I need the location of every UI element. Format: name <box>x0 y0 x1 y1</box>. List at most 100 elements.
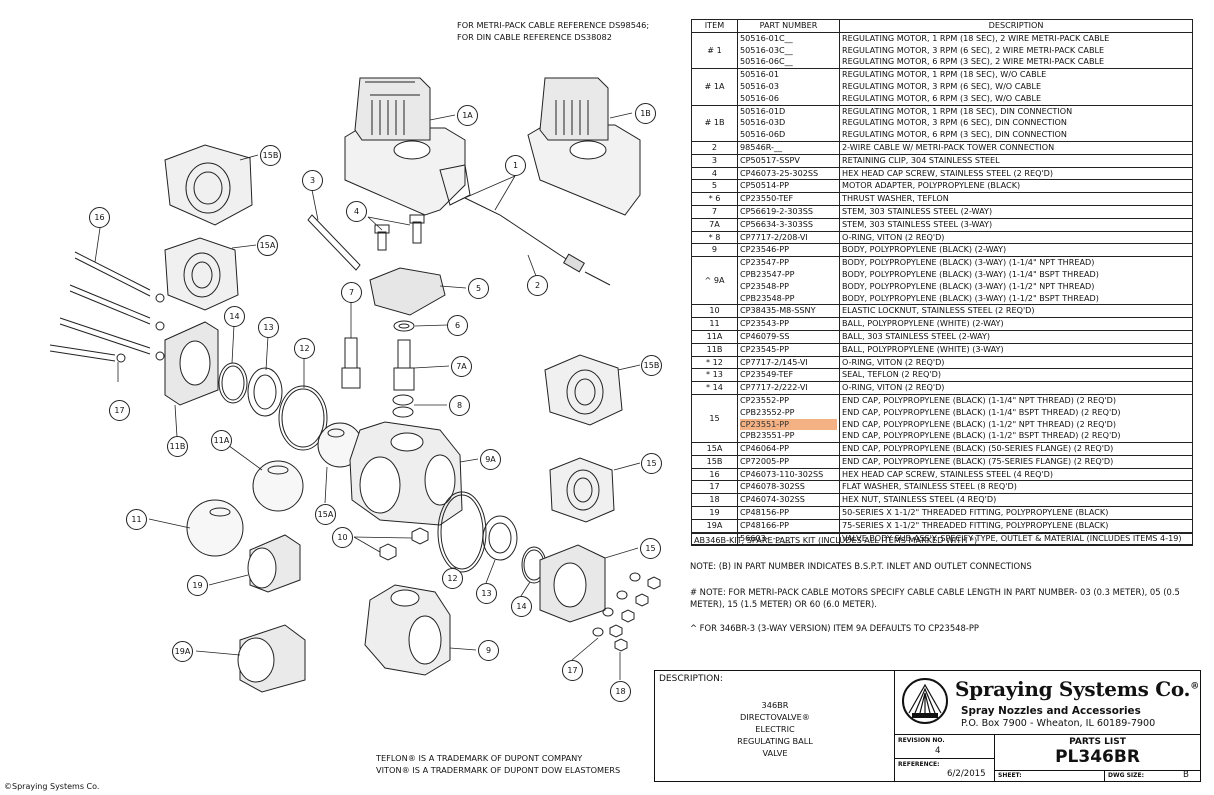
motor-adapter-drawing <box>369 267 446 316</box>
description-text: END CAP, POLYPROPYLENE (BLACK) (1-1/2" N… <box>842 418 1117 429</box>
cable-drawing <box>464 197 581 269</box>
description-text: 2-WIRE CABLE W/ METRI-PACK TOWER CONNECT… <box>842 141 1055 152</box>
callout-bubble: 14 <box>511 596 532 617</box>
description-cell: O-RING, VITON (2 REQ'D) <box>839 230 1193 245</box>
callout-bubble: 10 <box>332 527 353 548</box>
description-text: O-RING, VITON (2 REQ'D) <box>842 382 945 393</box>
item-cell: * 12 <box>691 355 738 370</box>
column-header-description: DESCRIPTION <box>839 19 1193 33</box>
callout-bubble: 19A <box>172 641 193 662</box>
callout-bubble: 1A <box>457 105 478 126</box>
callout-bubble: 17 <box>562 660 583 681</box>
callout-bubble: 15B <box>641 355 662 376</box>
part-number-cell: 98546R-__ <box>737 140 840 155</box>
item-cell: # 1B <box>691 104 738 142</box>
parts-list-label: PARTS LIST <box>1069 737 1126 747</box>
part-number: CP56634-3-303SS <box>740 218 813 229</box>
part-number: CP23550-TEF <box>740 193 794 204</box>
description-text: END CAP, POLYPROPYLENE (BLACK) (1-1/2" B… <box>842 430 1121 441</box>
part-number: 50516-03 <box>740 80 779 91</box>
item-cell: # 1A <box>691 68 738 106</box>
part-number-cell: CP46073-110-302SS <box>737 467 840 482</box>
part-number: 50516-01 <box>740 69 779 80</box>
item-cell: 19 <box>691 506 738 520</box>
part-number: 50516-03C__ <box>740 44 793 55</box>
company-tagline: Spray Nozzles and Accessories <box>961 705 1141 717</box>
part-number: CP46078-302SS <box>740 481 805 492</box>
description-lines: 346BR DIRECTOVALVE® ELECTRIC REGULATING … <box>655 699 895 759</box>
description-text: THRUST WASHER, TEFLON <box>842 193 949 204</box>
callout-bubble: 6 <box>447 315 468 336</box>
part-number-cell: CP56619-2-303SS <box>737 204 840 219</box>
end-cap-15a-drawing <box>164 237 239 311</box>
item-cell: # 1 <box>691 31 738 70</box>
exploded-parts-drawing: FOR METRI-PACK CABLE REFERENCE DS98546; … <box>4 20 662 791</box>
item-cell: 9 <box>691 243 738 258</box>
description-text: END CAP, POLYPROPYLENE (BLACK) (1-1/4" N… <box>842 394 1117 405</box>
part-number-cell: CP7717-2/222-VI <box>737 381 840 395</box>
description-text: O-RING, VITON (2 REQ'D) <box>842 231 945 242</box>
callout-bubble: 2 <box>527 275 548 296</box>
trademark-note: TEFLON® IS A TRADEMARK OF DUPONT COMPANY… <box>376 753 621 775</box>
item-cell: 7A <box>691 217 738 232</box>
description-text: ELASTIC LOCKNUT, STAINLESS STEEL (2 REQ'… <box>842 305 1035 316</box>
description-line: VALVE <box>762 748 788 758</box>
end-cap-15-drawing <box>164 321 219 406</box>
part-number: CP48166-PP <box>740 519 789 530</box>
description-line: 346BR <box>761 700 789 710</box>
description-text: REGULATING MOTOR, 1 RPM (18 SEC), W/O CA… <box>842 69 1047 80</box>
retaining-clip-drawing <box>307 214 361 271</box>
description-cell: HEX NUT, STAINLESS STEEL (4 REQ'D) <box>839 493 1193 508</box>
reference-cell: REFERENCE: 6/2/2015 <box>895 759 995 781</box>
dwg-size-cell: DWG SIZE: B <box>1108 770 1189 780</box>
item-cell: 11A <box>691 329 738 344</box>
description-line: REGULATING BALL <box>737 736 813 746</box>
description-cell: 50-SERIES X 1-1/2" THREADED FITTING, POL… <box>839 506 1193 520</box>
callout-bubble: 11B <box>167 436 188 457</box>
description-cell: RETAINING CLIP, 304 STAINLESS STEEL <box>839 153 1193 168</box>
description-cell: THRUST WASHER, TEFLON <box>839 192 1193 206</box>
cable-reference-note: FOR METRI-PACK CABLE REFERENCE DS98546; … <box>457 20 650 42</box>
part-number: CP7717-2/208-VI <box>740 231 808 242</box>
part-number-cell: CP48166-PP <box>737 518 840 533</box>
item-cell: 17 <box>691 480 738 495</box>
part-number: 50516-01D <box>740 105 786 116</box>
item-cell: 16 <box>691 467 738 482</box>
description-text: REGULATING MOTOR, 3 RPM (6 SEC), W/O CAB… <box>842 80 1042 91</box>
part-number-cell: CP46074-302SS <box>737 493 840 508</box>
description-text: SEAL, TEFLON (2 REQ'D) <box>842 369 941 380</box>
description-cell: BALL, POLYPROPYLENE (WHITE) (3-WAY) <box>839 342 1193 357</box>
revision-cell: REVISION NO. 4 <box>895 735 995 759</box>
part-number-cell: CP7717-2/208-VI <box>737 230 840 245</box>
callout-bubble: 8 <box>449 395 470 416</box>
callout-bubble: 9 <box>478 640 499 661</box>
part-number-cell: CP38435-M8-SSNY <box>737 304 840 319</box>
item-cell: 11B <box>691 342 738 357</box>
part-number: CP46073-25-302SS <box>740 167 819 178</box>
reference-date: 6/2/2015 <box>947 769 986 779</box>
highlighted-part-number: CP23551-PP <box>740 418 837 431</box>
part-number: CP23546-PP <box>740 244 789 255</box>
callout-bubble: 7A <box>451 356 472 377</box>
description-text: HEX HEAD CAP SCREW, STAINLESS STEEL (2 R… <box>842 167 1054 178</box>
description-cell: STEM, 303 STAINLESS STEEL (3-WAY) <box>839 217 1193 232</box>
part-number: CP46074-302SS <box>740 494 805 505</box>
part-number: CP38435-M8-SSNY <box>740 305 816 316</box>
item-cell: 11 <box>691 317 738 331</box>
description-text: BODY, POLYPROPYLENE (BLACK) (2-WAY) <box>842 244 1007 255</box>
company-name: Spraying Systems Co.® <box>955 677 1199 701</box>
description-text: BODY, POLYPROPYLENE (BLACK) (3-WAY) (1-1… <box>842 280 1095 291</box>
part-number: 50516-01C__ <box>740 32 793 43</box>
